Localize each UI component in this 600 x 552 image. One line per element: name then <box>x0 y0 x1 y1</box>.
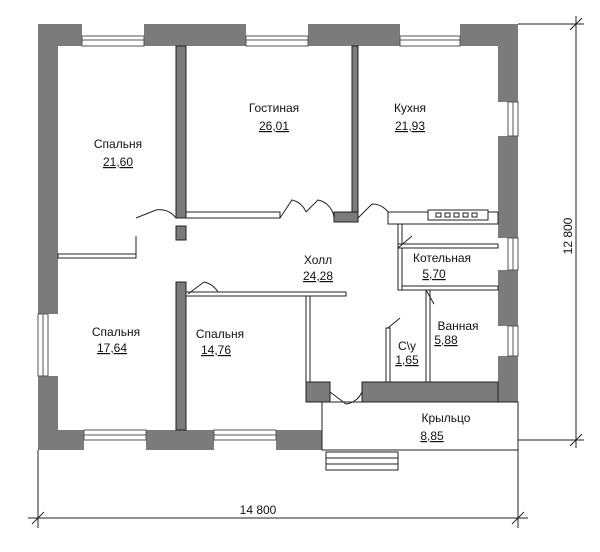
room-labels: Спальня 21,60 Гостиная 26,01 Кухня 21,93… <box>92 101 479 443</box>
porch <box>321 401 519 451</box>
room-area-bath: 5,88 <box>434 333 458 347</box>
room-area-bedroom-1: 21,60 <box>103 155 133 169</box>
room-name-kitchen: Кухня <box>394 101 426 115</box>
room-area-boiler: 5,70 <box>422 267 446 281</box>
room-name-hall: Холл <box>304 253 332 267</box>
interior-walls <box>57 45 499 431</box>
room-area-bedroom-3: 14,76 <box>201 343 231 357</box>
room-area-living: 26,01 <box>259 119 289 133</box>
room-name-bedroom-2: Спальня <box>92 325 140 339</box>
height-dimension-label: 12 800 <box>561 217 575 254</box>
room-name-boiler: Котельная <box>413 251 471 265</box>
dimension-lines <box>28 16 584 528</box>
room-area-bedroom-2: 17,64 <box>97 341 127 355</box>
stove <box>427 209 489 221</box>
room-name-wc: С\у <box>398 339 416 353</box>
room-area-wc: 1,65 <box>395 353 419 367</box>
room-name-bath: Ванная <box>437 319 478 333</box>
room-area-kitchen: 21,93 <box>395 119 425 133</box>
room-area-porch: 8,85 <box>420 429 444 443</box>
width-dimension-label: 14 800 <box>240 503 277 517</box>
porch-steps <box>325 451 399 471</box>
windows <box>37 35 519 441</box>
room-area-hall: 24,28 <box>303 269 333 283</box>
exterior-walls <box>38 24 518 450</box>
room-name-bedroom-1: Спальня <box>94 137 142 151</box>
door-swings <box>135 199 435 405</box>
room-name-living: Гостиная <box>249 101 299 115</box>
room-name-porch: Крыльцо <box>422 411 471 425</box>
room-name-bedroom-3: Спальня <box>196 327 244 341</box>
